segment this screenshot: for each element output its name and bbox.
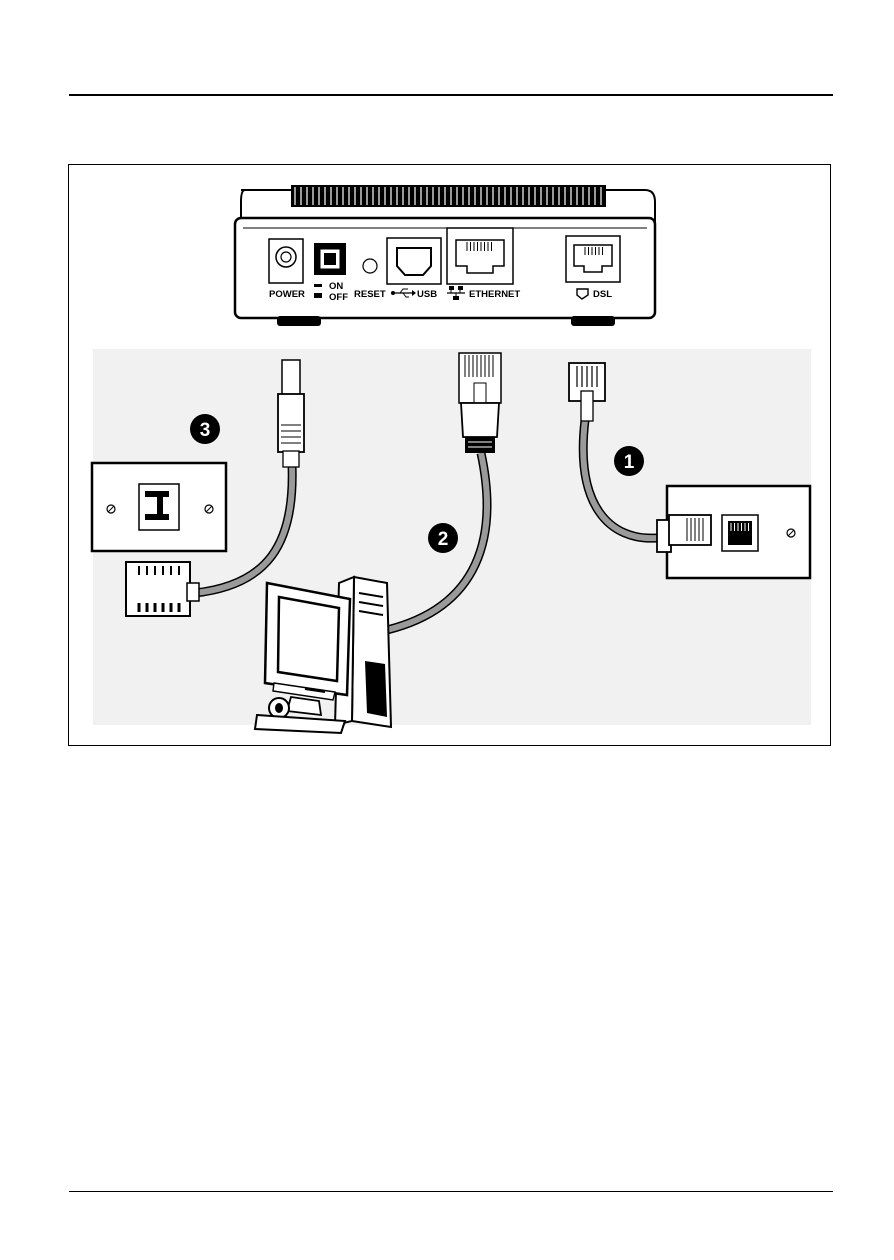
off-mark-icon: [314, 293, 322, 298]
device-vent-grille: [291, 185, 606, 207]
power-label: POWER: [269, 289, 305, 300]
hardware-connection-diagram: POWER ON OFF RESET USB ETHERNET DSL: [69, 165, 832, 747]
dsl-label: DSL: [593, 289, 612, 300]
svg-text:1: 1: [624, 452, 635, 473]
footer-rule: [69, 1191, 833, 1192]
step-1-badge: 1: [614, 446, 644, 476]
ethernet-label: ETHERNET: [469, 289, 520, 300]
power-switch: [314, 243, 346, 275]
device-foot-right: [571, 316, 615, 326]
dsl-port: [566, 236, 620, 282]
power-jack: [269, 239, 303, 283]
step-3-badge: 3: [190, 414, 220, 444]
power-adapter: [126, 562, 199, 616]
power-wall-outlet: [92, 463, 226, 551]
power-barrel-plug: [278, 360, 304, 467]
svg-text:2: 2: [438, 529, 449, 550]
usb-label: USB: [417, 289, 437, 300]
device-rear-panel: POWER ON OFF RESET USB ETHERNET DSL: [235, 185, 655, 326]
step-2-badge: 2: [428, 523, 458, 553]
svg-text:3: 3: [200, 420, 211, 441]
ethernet-port: [447, 228, 513, 284]
device-foot-left: [277, 316, 321, 326]
on-mark-icon: [314, 284, 322, 287]
connection-diagram-frame: POWER ON OFF RESET USB ETHERNET DSL: [68, 164, 831, 746]
ethernet-rj45-plug: [459, 353, 501, 453]
telephone-wall-jack: [657, 486, 810, 578]
reset-label: RESET: [354, 289, 386, 300]
on-label: ON: [329, 281, 343, 292]
reset-hole: [363, 259, 377, 273]
header-rule: [69, 94, 833, 96]
usb-port: [387, 238, 441, 284]
monitor-screen: [278, 597, 339, 681]
off-label: OFF: [329, 292, 348, 303]
